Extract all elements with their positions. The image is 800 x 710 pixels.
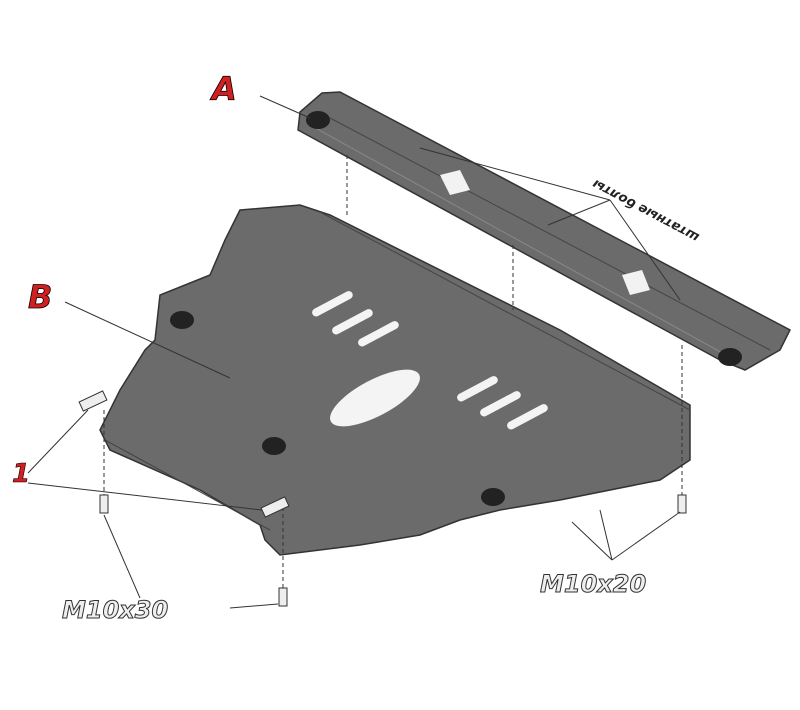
label-1: 1: [12, 459, 30, 489]
mount-hole: [306, 111, 330, 129]
bolts: [78, 390, 687, 607]
label-a: A: [209, 70, 237, 108]
skid-plate-b: [99, 204, 691, 556]
label-m10x20: M10x20: [540, 570, 646, 598]
crossmember-a: [297, 91, 791, 371]
mount-hole: [718, 348, 742, 366]
label-m10x30: M10x30: [62, 596, 168, 624]
label-b: B: [28, 278, 52, 316]
